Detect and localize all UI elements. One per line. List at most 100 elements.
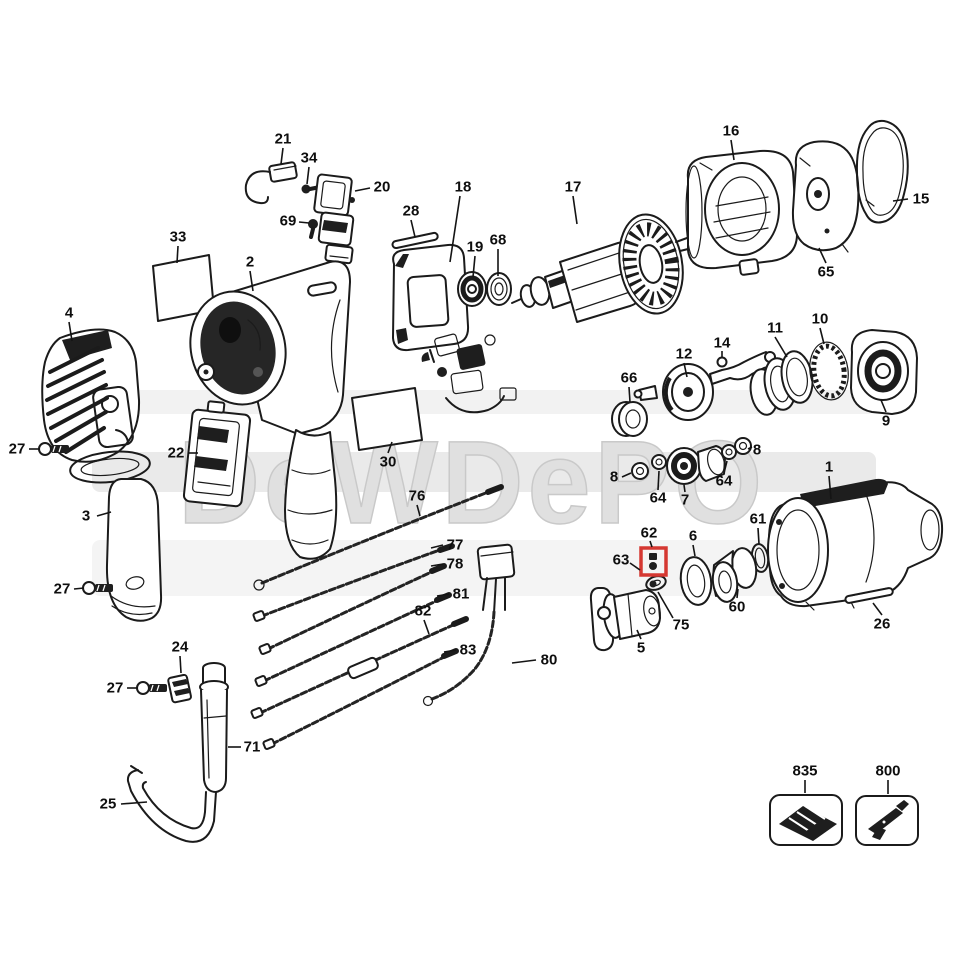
part-number-label: 15: [913, 191, 930, 208]
callout-leader-line: [249, 270, 254, 292]
part-field-18: [392, 243, 470, 363]
callout-leader-line: [436, 593, 450, 597]
part-number-label: 76: [409, 488, 426, 505]
part-number-label: 28: [403, 203, 420, 220]
part-number-label: 27: [107, 680, 124, 697]
part-number-label: 6: [689, 528, 697, 545]
callout-14: 14: [714, 335, 731, 357]
callout-835: 835: [792, 763, 818, 793]
callout-8: 8: [747, 442, 761, 459]
callout-82: 82: [415, 603, 432, 635]
part-number-label: 4: [65, 305, 74, 322]
highlight-box[interactable]: [639, 546, 668, 577]
part-number-label: 75: [673, 617, 690, 634]
callout-34: 34: [301, 150, 318, 185]
callout-25: 25: [100, 796, 148, 813]
callout-61: 61: [750, 511, 767, 545]
callout-leader-line: [176, 245, 179, 264]
kit-box-800[interactable]: [855, 795, 919, 846]
callout-leader-line: [880, 399, 887, 413]
part-number-label: 18: [455, 179, 472, 196]
callout-64: 64: [716, 460, 733, 490]
part-number-label: 22: [168, 445, 185, 462]
part-handle-ring: [69, 450, 151, 484]
part-number-label: 20: [374, 179, 391, 196]
part-number-label: 7: [681, 492, 689, 509]
part-wave-ring-10: [809, 341, 849, 401]
callout-28: 28: [403, 203, 420, 238]
part-gear-case-1: [767, 478, 944, 611]
callout-leader-line: [828, 475, 832, 500]
part-number-label: 64: [650, 490, 667, 507]
part-number-label: 71: [244, 739, 261, 756]
callout-leader-line: [657, 470, 660, 491]
part-number-label: 61: [750, 511, 767, 528]
callout-22: 22: [168, 445, 198, 462]
part-number-label: 68: [490, 232, 507, 249]
part-number-label: 83: [460, 642, 477, 659]
callout-8: 8: [610, 469, 632, 486]
callout-leader-line: [621, 472, 632, 478]
part-number-label: 63: [613, 552, 630, 569]
callout-leader-line: [472, 255, 476, 278]
callout-20: 20: [354, 179, 391, 196]
part-bearing-19: [457, 271, 487, 307]
callout-leader-line: [636, 629, 642, 640]
callout-leader-line: [818, 247, 827, 264]
part-ring-8-right: [734, 437, 752, 455]
kit-box-835[interactable]: [769, 794, 843, 846]
part-screw-69: [308, 219, 318, 239]
callout-leader-line: [730, 139, 735, 161]
part-anvil-5: [589, 587, 661, 652]
callout-leader-line: [629, 562, 641, 571]
part-end-cap-4: [41, 328, 141, 463]
callout-33: 33: [170, 229, 186, 264]
part-number-label: 3: [82, 508, 90, 525]
callout-leader-line: [423, 619, 430, 635]
callout-16: 16: [723, 123, 740, 161]
callout-10: 10: [812, 311, 828, 345]
callout-leader-line: [306, 166, 310, 185]
callout-27: 27: [9, 441, 40, 458]
callout-30: 30: [380, 441, 396, 471]
watermark-text: DeWDePO: [178, 417, 766, 549]
callout-leader-line: [179, 655, 182, 674]
part-number-label: 25: [100, 796, 117, 813]
part-number-label: 69: [280, 213, 297, 230]
part-tube-71: [199, 662, 229, 793]
callout-leader-line: [443, 649, 457, 653]
part-seal-6: [679, 556, 713, 606]
callout-leader-line: [757, 527, 760, 545]
callout-leader-line: [649, 540, 653, 548]
part-number-label: 62: [641, 525, 658, 542]
part-cable-81: [254, 592, 452, 687]
part-side-handle-3: [105, 478, 163, 622]
callout-26: 26: [872, 602, 890, 633]
callout-68: 68: [490, 232, 507, 276]
part-number-label: 16: [723, 123, 740, 140]
callout-18: 18: [449, 179, 472, 263]
callout-leader-line: [73, 587, 85, 590]
part-nameplate-30: [351, 387, 423, 451]
callout-leader-line: [416, 504, 421, 517]
part-spindle-12: [633, 351, 776, 421]
part-number-label: 64: [716, 473, 733, 490]
part-number-label: 21: [275, 131, 292, 148]
callout-leader-line: [96, 511, 112, 517]
callout-leader-line: [692, 544, 696, 557]
part-number-label: 82: [415, 603, 432, 620]
part-number-label: 8: [753, 442, 761, 459]
part-screw-27c: [136, 681, 167, 695]
callout-leader-line: [628, 386, 631, 403]
callout-69: 69: [280, 213, 310, 230]
callout-leader-line: [410, 219, 416, 238]
part-switch-assembly-20: [313, 173, 355, 265]
part-number-label: 34: [301, 150, 318, 167]
callout-leader-line: [747, 446, 753, 450]
part-number-label: 12: [676, 346, 693, 363]
callout-11: 11: [767, 320, 788, 358]
callout-9: 9: [880, 399, 890, 430]
callout-15: 15: [892, 191, 930, 208]
